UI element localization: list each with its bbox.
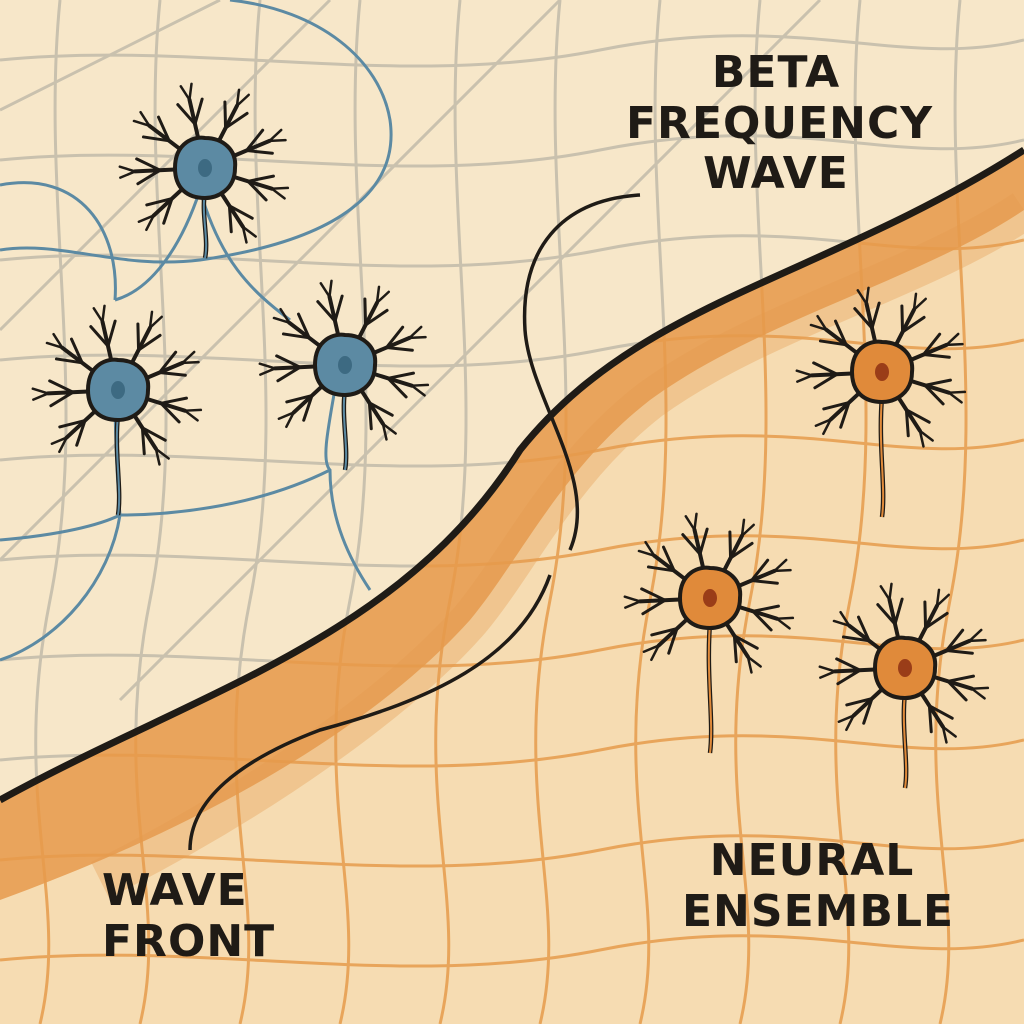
wave-front-label-line-1: WAVE bbox=[102, 865, 248, 916]
active-neuron-3-nucleus bbox=[898, 659, 912, 677]
beta-frequency-wave-label: BETA FREQUENCY WAVE bbox=[626, 47, 934, 200]
inactive-neuron-2-nucleus bbox=[111, 381, 125, 399]
inactive-neuron-1-nucleus bbox=[198, 159, 212, 177]
wave-front-label: WAVE FRONT bbox=[102, 865, 302, 967]
active-neuron-1-nucleus bbox=[875, 363, 889, 381]
beta-wave-leader-line bbox=[522, 193, 641, 551]
inactive-neuron-1 bbox=[118, 82, 290, 259]
active-neuron-1 bbox=[795, 286, 967, 518]
active-region bbox=[0, 150, 1024, 1024]
wave-front-line bbox=[0, 147, 1024, 804]
inactive-neuron-2 bbox=[31, 304, 203, 516]
active-neurons bbox=[623, 286, 990, 789]
neural-label-line-2: ENSEMBLE bbox=[682, 885, 955, 937]
wave-band bbox=[0, 150, 1024, 900]
inactive-axons bbox=[0, 0, 393, 662]
inactive-neurons bbox=[31, 82, 430, 516]
neural-ensemble-label: NEURAL ENSEMBLE bbox=[682, 835, 955, 937]
inactive-neuron-3-nucleus bbox=[338, 356, 352, 374]
wave-front-leader-line bbox=[188, 574, 552, 851]
inactive-neuron-3 bbox=[258, 279, 430, 471]
neural-label-line-1: NEURAL bbox=[709, 835, 915, 886]
wave-front-label-line-2: FRONT bbox=[102, 915, 276, 967]
wave-band-glow bbox=[91, 193, 1024, 898]
active-neuron-2 bbox=[623, 512, 795, 754]
beta-label-line-1: BETA bbox=[711, 47, 841, 98]
active-neuron-2-nucleus bbox=[703, 589, 717, 607]
beta-label-line-2: FREQUENCY bbox=[626, 97, 934, 149]
beta-label-line-3: WAVE bbox=[703, 148, 849, 200]
active-neuron-3 bbox=[818, 582, 990, 789]
